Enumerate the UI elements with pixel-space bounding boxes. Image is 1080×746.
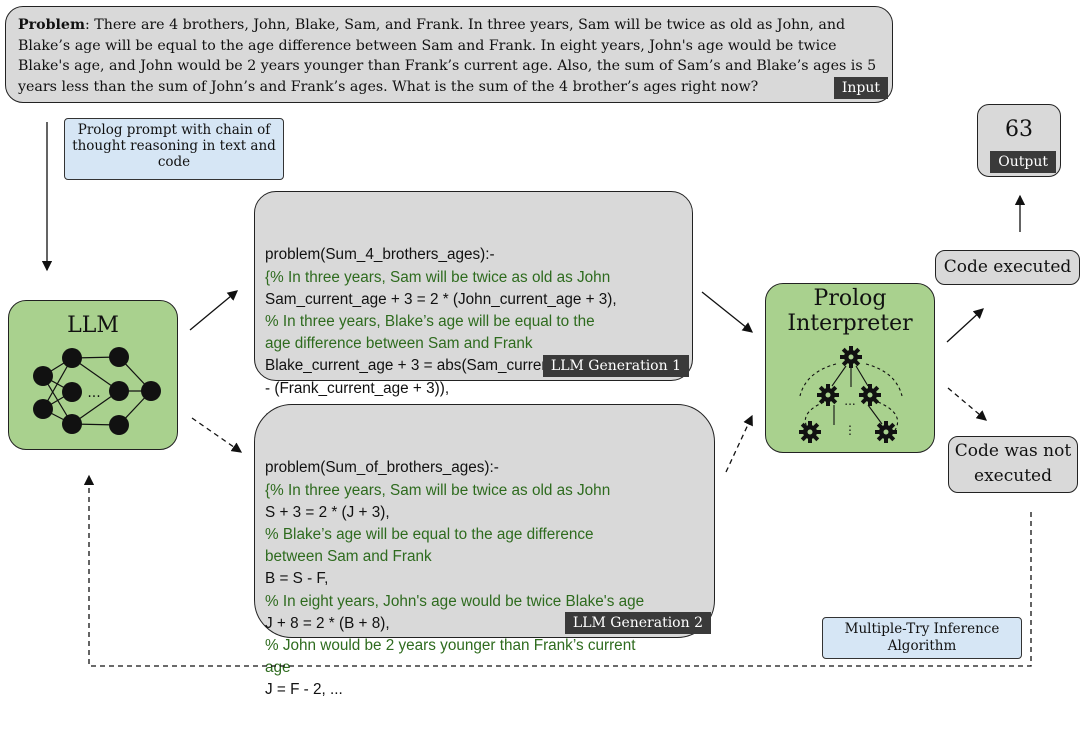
input-tag: Input bbox=[833, 77, 888, 99]
arrow-gen2-to-interpreter bbox=[725, 414, 753, 473]
code-line: Sam_current_age + 3 = 2 * (John_current_… bbox=[265, 290, 617, 308]
problem-label: Problem bbox=[18, 17, 85, 33]
code-line: - (Frank_current_age + 3)), bbox=[265, 379, 450, 397]
problem-text: : There are 4 brothers, John, Blake, Sam… bbox=[18, 17, 877, 95]
code-line: problem(Sum_4_brothers_ages):- bbox=[265, 246, 495, 264]
code-line: J + 8 = 2 * (B + 8), bbox=[265, 614, 390, 632]
arrow-gen1-to-interpreter bbox=[701, 291, 754, 333]
output-value: 63 bbox=[1005, 117, 1033, 142]
prolog-prompt-note: Prolog prompt with chain of thought reas… bbox=[64, 118, 284, 180]
llm-title: LLM bbox=[67, 313, 119, 338]
svg-text:⋮: ⋮ bbox=[844, 423, 856, 437]
code-executed-box: Code executed bbox=[935, 250, 1080, 285]
arrow-llm-to-gen1 bbox=[189, 290, 239, 331]
llm-generation-1-box: problem(Sum_4_brothers_ages):- {% In thre… bbox=[254, 191, 693, 419]
code-line: B = S - F, bbox=[265, 570, 329, 588]
generation-2-tag: LLM Generation 2 bbox=[564, 612, 711, 634]
code-line: {% In three years, Sam will be twice as … bbox=[265, 481, 611, 499]
code-line: age bbox=[265, 659, 291, 677]
code-line: % In eight years, John's age would be tw… bbox=[265, 592, 645, 610]
code-line: S + 3 = 2 * (J + 3), bbox=[265, 503, 390, 521]
code-line: age difference between Sam and Frank bbox=[265, 335, 533, 353]
generation-1-tag: LLM Generation 1 bbox=[542, 355, 689, 377]
arrow-interpreter-to-not-executed bbox=[947, 387, 987, 421]
generation-2-code: problem(Sum_of_brothers_ages):- {% In thr… bbox=[265, 457, 704, 701]
generation-1-code: problem(Sum_4_brothers_ages):- {% In thre… bbox=[265, 244, 682, 422]
code-line: J = F - 2, ... bbox=[265, 681, 343, 699]
output-box: 63 Output bbox=[977, 104, 1061, 177]
interpreter-title-line2: Interpreter bbox=[787, 311, 913, 336]
prolog-interpreter-box: Prolog Interpreter bbox=[765, 283, 935, 453]
neural-network-icon: ... bbox=[33, 347, 161, 435]
code-line: % John would be 2 years younger than Fra… bbox=[265, 637, 636, 655]
code-line: between Sam and Frank bbox=[265, 548, 432, 566]
gears-icon: ... ⋮ bbox=[799, 346, 903, 443]
code-line: % In three years, Blake’s age will be eq… bbox=[265, 313, 595, 331]
svg-text:...: ... bbox=[844, 394, 855, 408]
llm-box: LLM ... bbox=[8, 300, 178, 450]
arrow-interpreter-to-executed bbox=[946, 308, 984, 343]
interpreter-title-line1: Prolog bbox=[813, 286, 887, 311]
problem-box: Problem: There are 4 brothers, John, Bla… bbox=[5, 6, 893, 103]
code-line: {% In three years, Sam will be twice as … bbox=[265, 268, 611, 286]
multiple-try-note: Multiple-Try Inference Algorithm bbox=[822, 617, 1022, 659]
arrow-llm-to-gen2 bbox=[191, 417, 243, 453]
code-line: % Blake’s age will be equal to the age d… bbox=[265, 526, 594, 544]
arrows-overlay bbox=[41, 122, 1032, 667]
arrow-retry-loop bbox=[83, 474, 1032, 667]
svg-text:...: ... bbox=[87, 385, 100, 401]
code-not-executed-box: Code was not executed bbox=[948, 436, 1078, 493]
output-tag: Output bbox=[990, 151, 1056, 173]
llm-generation-2-box: problem(Sum_of_brothers_ages):- {% In thr… bbox=[254, 404, 715, 698]
code-line: problem(Sum_of_brothers_ages):- bbox=[265, 459, 499, 477]
